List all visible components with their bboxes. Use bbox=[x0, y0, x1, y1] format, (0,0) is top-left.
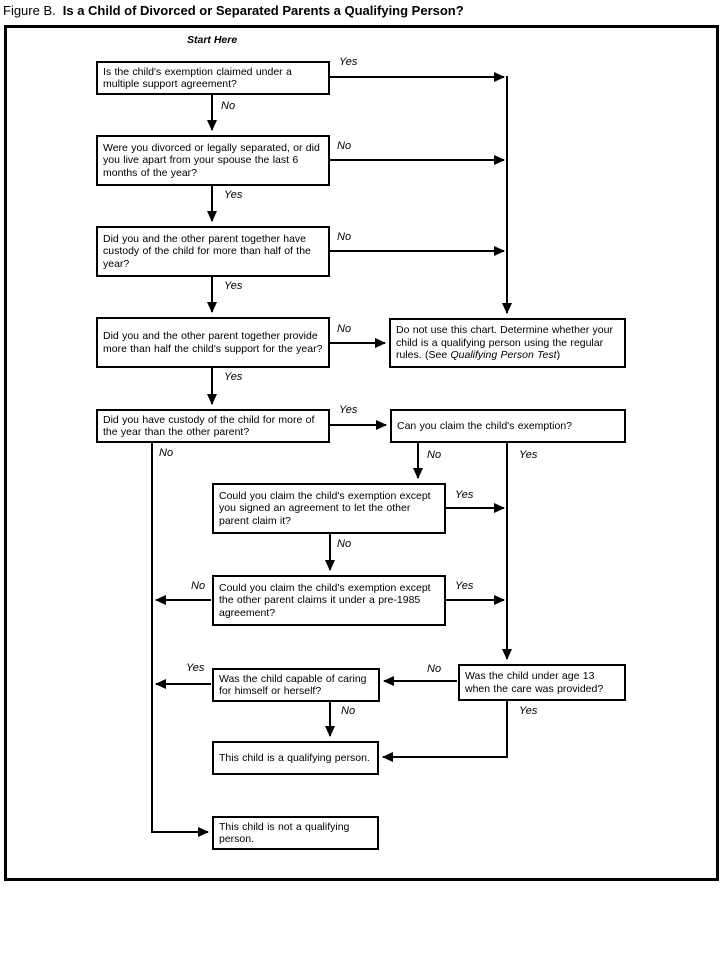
edge-label-q6-yes: Yes bbox=[339, 404, 358, 416]
node-custody-more-of-year: Did you have custody of the child for mo… bbox=[96, 409, 330, 443]
figure-label: Figure B. bbox=[3, 3, 56, 18]
edge-label-q4-no: No bbox=[337, 323, 352, 335]
node-divorced-or-separated: Were you divorced or legally separated, … bbox=[96, 135, 330, 186]
node-multiple-support-text: Is the child's exemption claimed under a… bbox=[103, 65, 292, 91]
node-qualifying-person-text: This child is a qualifying person. bbox=[219, 751, 370, 764]
edge-label-q9-yes: Yes bbox=[186, 662, 205, 674]
node-support-together-text: Did you and the other parent together pr… bbox=[103, 330, 323, 355]
edge-label-q3-yes: Yes bbox=[224, 280, 243, 292]
arrow-q6-no-to-not-qualifying bbox=[151, 443, 209, 837]
start-here-label: Start Here bbox=[187, 34, 238, 46]
edge-label-q8b-yes: Yes bbox=[455, 580, 474, 592]
edge-label-q1-no: No bbox=[221, 100, 236, 112]
node-signed-agreement-text: Could you claim the child's exemption ex… bbox=[219, 489, 431, 527]
node-qualifying-person: This child is a qualifying person. bbox=[212, 741, 379, 775]
edge-label-q10-yes: Yes bbox=[519, 705, 538, 717]
edge-label-q2-no: No bbox=[337, 140, 352, 152]
node-under-age-13-text: Was the child under age 13 when the care… bbox=[465, 670, 604, 695]
arrow-q10-yes-to-qualifying bbox=[382, 701, 508, 762]
node-pre-1985-agreement-text: Could you claim the child's exemption ex… bbox=[219, 581, 431, 619]
node-under-age-13: Was the child under age 13 when the care… bbox=[458, 664, 626, 701]
figure-heading: Is a Child of Divorced or Separated Pare… bbox=[62, 3, 464, 18]
node-signed-agreement: Could you claim the child's exemption ex… bbox=[212, 483, 446, 534]
node-custody-together: Did you and the other parent together ha… bbox=[96, 226, 330, 277]
edge-label-q4-yes: Yes bbox=[224, 371, 243, 383]
edge-label-q3-no: No bbox=[337, 231, 352, 243]
node-not-qualifying-person: This child is not a qualifying person. bbox=[212, 816, 379, 850]
edge-label-q6-no: No bbox=[159, 447, 174, 459]
qualifying-person-test-reference: Qualifying Person Test bbox=[450, 349, 557, 362]
edge-label-q7-yes: Yes bbox=[519, 449, 538, 461]
edge-label-q2-yes: Yes bbox=[224, 189, 243, 201]
edge-label-q1-yes: Yes bbox=[339, 56, 358, 68]
node-not-qualifying-person-text: This child is not a qualifying person. bbox=[219, 820, 350, 846]
node-capable-of-caring-text: Was the child capable of caring for hims… bbox=[219, 672, 367, 698]
figure-title: Figure B. Is a Child of Divorced or Separ… bbox=[3, 3, 464, 18]
node-custody-more-of-year-text: Did you have custody of the child for mo… bbox=[103, 413, 315, 439]
edge-label-q9-no: No bbox=[341, 705, 356, 717]
node-divorced-or-separated-text: Were you divorced or legally separated, … bbox=[103, 141, 320, 179]
edge-label-q10-no: No bbox=[427, 663, 442, 675]
edge-label-q8a-no: No bbox=[337, 538, 352, 550]
node-pre-1985-agreement: Could you claim the child's exemption ex… bbox=[212, 575, 446, 626]
node-multiple-support: Is the child's exemption claimed under a… bbox=[96, 61, 330, 95]
edge-label-q7-no: No bbox=[427, 449, 442, 461]
node-custody-together-text: Did you and the other parent together ha… bbox=[103, 232, 311, 270]
node-do-not-use-chart: Do not use this chart. Determine whether… bbox=[389, 318, 626, 368]
edge-label-q8b-no: No bbox=[191, 580, 206, 592]
node-can-you-claim-exemption-text: Can you claim the child's exemption? bbox=[397, 419, 573, 432]
node-can-you-claim-exemption: Can you claim the child's exemption? bbox=[390, 409, 626, 443]
node-support-together: Did you and the other parent together pr… bbox=[96, 317, 330, 368]
node-do-not-use-chart-text: Do not use this chart. Determine whether… bbox=[396, 324, 613, 362]
edge-label-q8a-yes: Yes bbox=[455, 489, 474, 501]
node-capable-of-caring: Was the child capable of caring for hims… bbox=[212, 668, 380, 702]
